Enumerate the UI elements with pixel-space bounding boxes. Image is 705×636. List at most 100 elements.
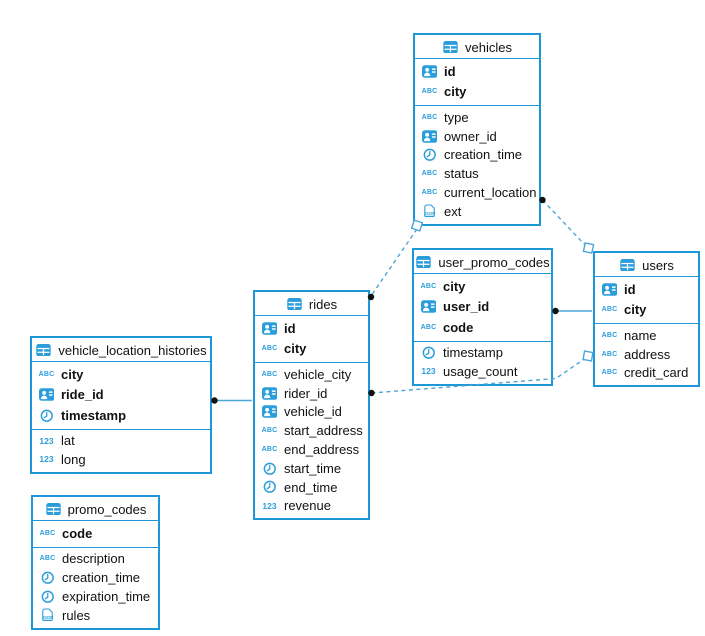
text-abc-icon: ABC xyxy=(420,324,437,331)
field-row-ride_id[interactable]: ride_id xyxy=(32,385,210,406)
field-row-address[interactable]: ABC address xyxy=(595,345,698,364)
clock-icon xyxy=(261,462,278,476)
table-promo_codes[interactable]: promo_codes ABC code ABC description cre… xyxy=(31,495,160,630)
text-abc-icon: ABC xyxy=(421,88,438,95)
table-title: rides xyxy=(308,296,338,312)
table-header[interactable]: vehicle_location_histories xyxy=(32,338,210,362)
abc-label: ABC xyxy=(420,282,437,290)
field-row-current_location[interactable]: ABC current_location xyxy=(415,183,539,202)
field-label: status xyxy=(444,166,479,182)
person-badge-icon xyxy=(420,300,437,314)
person-badge-icon xyxy=(261,386,278,400)
num-label: 123 xyxy=(39,435,54,446)
field-label: name xyxy=(624,327,657,343)
text-abc-icon: ABC xyxy=(38,371,55,378)
field-row-description[interactable]: ABC description xyxy=(33,550,158,569)
table-header[interactable]: rides xyxy=(255,292,368,316)
field-row-code[interactable]: ABC code xyxy=(414,317,551,338)
field-row-long[interactable]: 123 long xyxy=(32,450,210,469)
table-vehicles[interactable]: vehicles id ABC city ABC type owner_ xyxy=(413,33,541,226)
field-row-creation_time[interactable]: creation_time xyxy=(33,568,158,587)
text-abc-icon: ABC xyxy=(261,371,278,378)
field-row-type[interactable]: ABC type xyxy=(415,108,539,127)
field-label: city xyxy=(444,84,467,100)
field-row-id[interactable]: id xyxy=(415,61,539,82)
field-label: id xyxy=(284,320,296,336)
field-row-start_time[interactable]: start_time xyxy=(255,459,368,478)
field-label: code xyxy=(443,319,474,335)
field-row-user_id[interactable]: user_id xyxy=(414,297,551,318)
text-abc-icon: ABC xyxy=(421,114,438,121)
field-label: long xyxy=(61,452,86,468)
field-label: current_location xyxy=(444,185,537,201)
field-row-city[interactable]: ABC city xyxy=(255,339,368,360)
field-row-timestamp[interactable]: timestamp xyxy=(32,405,210,426)
field-label: rules xyxy=(62,607,91,623)
field-row-usage_count[interactable]: 123 usage_count xyxy=(414,362,551,381)
abc-label: ABC xyxy=(261,427,278,435)
field-row-code[interactable]: ABC code xyxy=(33,523,158,544)
person-badge-icon xyxy=(38,388,55,402)
field-label: end_time xyxy=(284,479,338,495)
table-vehicle_location_histories[interactable]: vehicle_location_histories ABC city ride… xyxy=(30,336,212,475)
field-row-owner_id[interactable]: owner_id xyxy=(415,127,539,146)
text-abc-icon: ABC xyxy=(420,283,437,290)
field-row-id[interactable]: id xyxy=(595,279,698,300)
field-row-start_address[interactable]: ABC start_address xyxy=(255,421,368,440)
field-label: ext xyxy=(444,203,462,219)
table-grid-icon xyxy=(286,297,303,311)
key-fields-section: id ABC city xyxy=(595,277,698,324)
field-row-expiration_time[interactable]: expiration_time xyxy=(33,587,158,606)
abc-label: ABC xyxy=(601,369,618,377)
field-row-rules[interactable]: JSON rules xyxy=(33,606,158,625)
json-label: JSON xyxy=(424,211,436,216)
table-header[interactable]: vehicles xyxy=(415,35,539,59)
field-row-rider_id[interactable]: rider_id xyxy=(255,384,368,403)
fields-section: ABC name ABC address ABC credit_card xyxy=(595,324,698,385)
table-rides[interactable]: rides id ABC city ABC vehicle_city r xyxy=(253,290,370,521)
field-label: description xyxy=(62,551,125,567)
json-document-icon: JSON xyxy=(39,608,56,622)
table-grid-icon xyxy=(619,258,636,272)
table-users[interactable]: users id ABC city ABC name ABC address A… xyxy=(593,251,700,388)
number-123-icon: 123 xyxy=(261,502,278,511)
field-row-status[interactable]: ABC status xyxy=(415,164,539,183)
field-row-creation_time[interactable]: creation_time xyxy=(415,146,539,165)
field-row-city[interactable]: ABC city xyxy=(32,364,210,385)
person-badge-icon xyxy=(421,64,438,78)
field-row-ext[interactable]: JSON ext xyxy=(415,202,539,221)
field-label: city xyxy=(284,341,307,357)
table-header[interactable]: user_promo_codes xyxy=(414,250,551,274)
abc-label: ABC xyxy=(38,370,55,378)
json-label: JSON xyxy=(42,615,54,620)
abc-label: ABC xyxy=(420,323,437,331)
field-label: lat xyxy=(61,433,75,449)
field-row-end_time[interactable]: end_time xyxy=(255,478,368,497)
abc-label: ABC xyxy=(601,331,618,339)
abc-label: ABC xyxy=(261,370,278,378)
field-row-name[interactable]: ABC name xyxy=(595,326,698,345)
field-row-lat[interactable]: 123 lat xyxy=(32,432,210,451)
field-row-end_address[interactable]: ABC end_address xyxy=(255,440,368,459)
number-123-icon: 123 xyxy=(38,455,55,464)
field-label: creation_time xyxy=(444,147,523,163)
field-row-city[interactable]: ABC city xyxy=(595,300,698,321)
field-row-id[interactable]: id xyxy=(255,318,368,339)
table-header[interactable]: promo_codes xyxy=(33,497,158,521)
field-row-city[interactable]: ABC city xyxy=(414,276,551,297)
key-fields-section: ABC city ride_id timestamp xyxy=(32,362,210,430)
field-row-city[interactable]: ABC city xyxy=(415,82,539,103)
field-label: city xyxy=(443,278,466,294)
field-row-credit_card[interactable]: ABC credit_card xyxy=(595,364,698,383)
field-row-vehicle_id[interactable]: vehicle_id xyxy=(255,403,368,422)
table-user_promo_codes[interactable]: user_promo_codes ABC city user_id ABC co… xyxy=(412,248,553,387)
field-row-timestamp[interactable]: timestamp xyxy=(414,344,551,363)
field-label: ride_id xyxy=(61,387,104,403)
field-row-vehicle_city[interactable]: ABC vehicle_city xyxy=(255,365,368,384)
field-label: address xyxy=(624,346,671,362)
table-header[interactable]: users xyxy=(595,253,698,277)
key-fields-section: ABC city user_id ABC code xyxy=(414,274,551,342)
field-row-revenue[interactable]: 123 revenue xyxy=(255,497,368,516)
text-abc-icon: ABC xyxy=(601,306,618,313)
field-label: vehicle_city xyxy=(284,366,352,382)
